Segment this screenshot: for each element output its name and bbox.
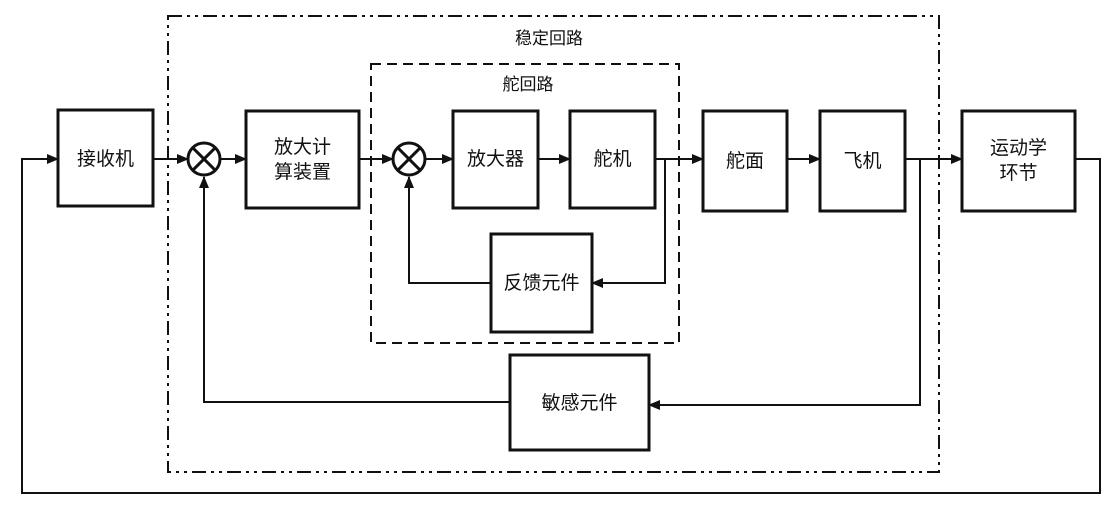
stability-loop-label: 稳定回路	[515, 29, 583, 49]
amplifier-block: 放大器	[451, 109, 540, 210]
kinematic-link-label-line1: 运动学	[990, 137, 1047, 159]
servo-loop-label: 舵回路	[503, 75, 554, 95]
amplifier-label: 放大器	[467, 148, 524, 170]
servo-loop-frame: 舵回路	[370, 63, 680, 344]
amplifier-computer-block: 放大计 算装置	[244, 109, 361, 210]
summing-junction-icon	[391, 141, 427, 177]
receiver-block: 接收机	[56, 108, 155, 208]
sensor-element-block: 敏感元件	[508, 353, 651, 452]
servo-block: 舵机	[568, 109, 657, 210]
rudder-surface-block: 舵面	[701, 109, 789, 213]
servo-label: 舵机	[593, 148, 631, 170]
summing-junction-icon	[186, 141, 222, 177]
stability-loop-frame: 稳定回路	[167, 15, 940, 473]
receiver-label: 接收机	[77, 148, 134, 170]
kinematic-link-label-line2: 环节	[999, 162, 1037, 184]
kinematic-link-block: 运动学 环节	[960, 109, 1077, 213]
feedback-element-block: 反馈元件	[489, 232, 594, 334]
feedback-element-label: 反馈元件	[503, 272, 579, 294]
rudder-surface-label: 舵面	[726, 150, 764, 172]
sensor-element-label: 敏感元件	[541, 392, 617, 414]
aircraft-label: 飞机	[843, 150, 881, 172]
amplifier-computer-label-line2: 算装置	[274, 161, 331, 183]
signal-wires	[21, 154, 1101, 494]
amplifier-computer-label-line1: 放大计	[274, 136, 331, 158]
aircraft-block: 飞机	[818, 109, 907, 213]
